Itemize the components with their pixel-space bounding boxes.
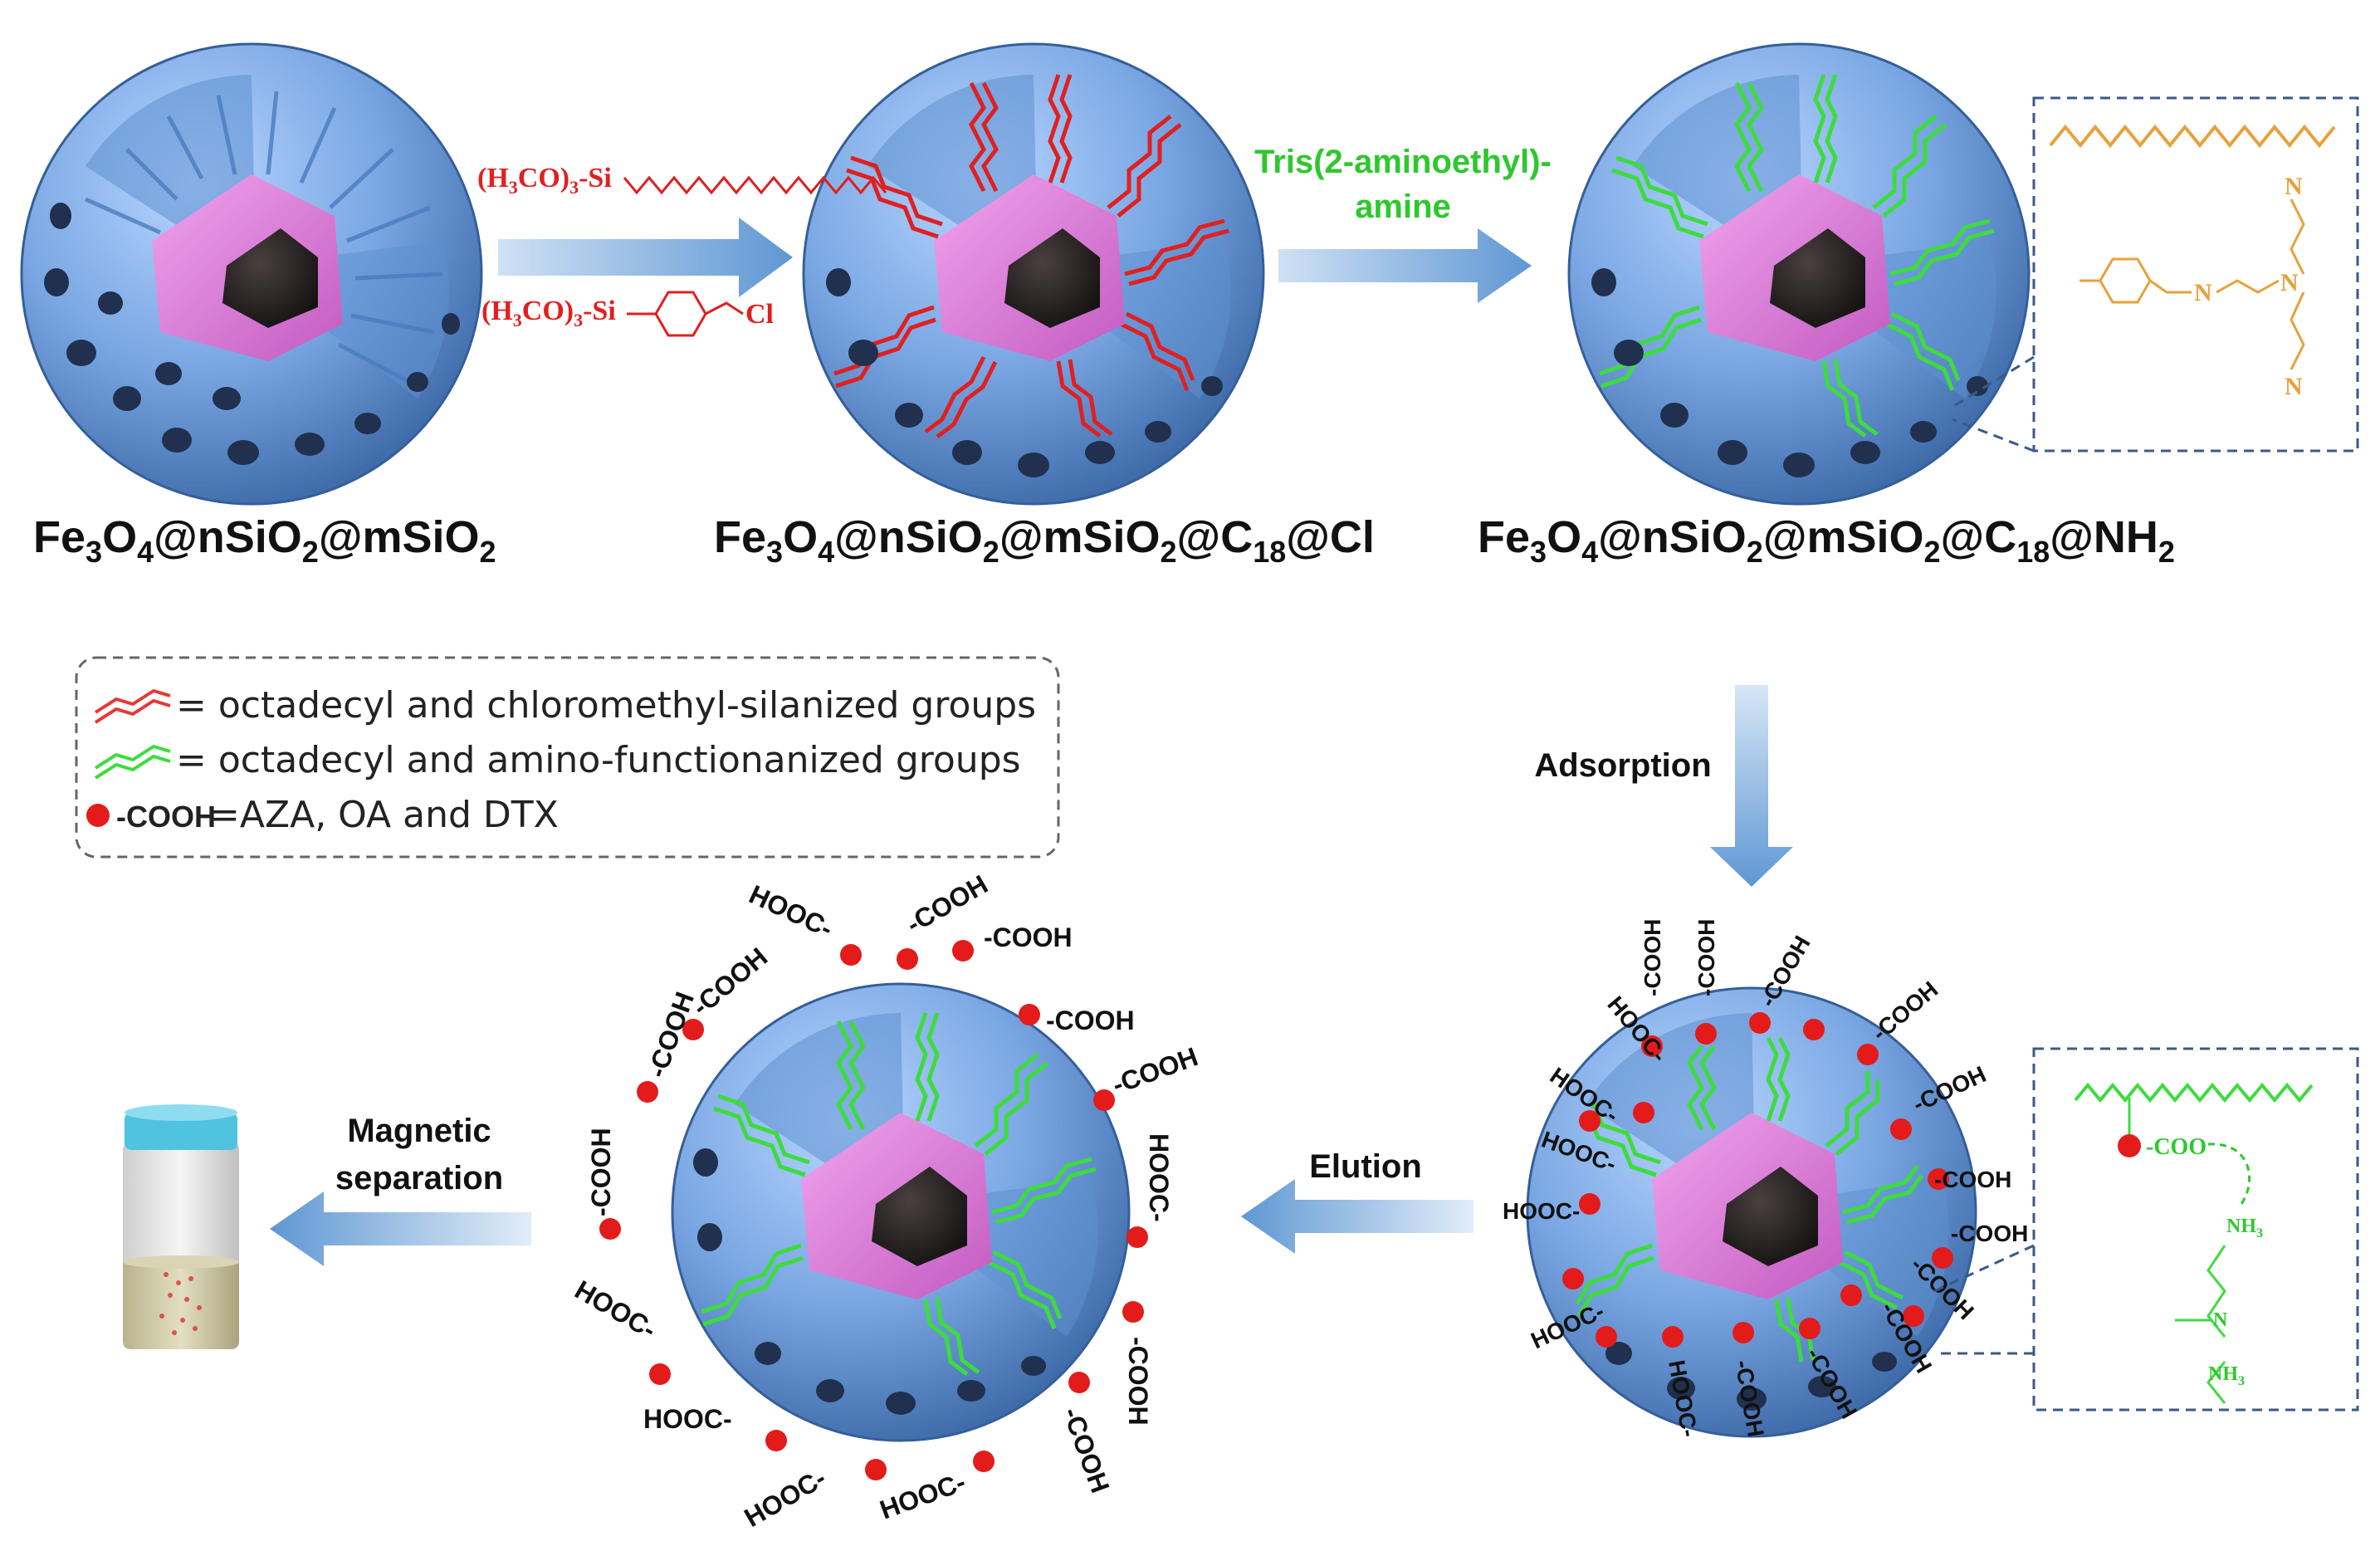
legend-red-text: = octadecyl and chloromethyl-silanized g… [176,684,1036,727]
svg-text:-COOH: -COOH [1057,1403,1115,1497]
svg-text:NH3: NH3 [2208,1363,2245,1388]
svg-text:N: N [2213,1309,2228,1331]
svg-text:-COOH: -COOH [1867,976,1943,1046]
svg-text:-COOH: -COOH [1934,1167,2011,1192]
svg-text:HOOC-: HOOC- [1144,1133,1174,1222]
svg-text:N: N [2285,173,2303,200]
label-particle-3: Fe3O4@nSiO2@mSiO2@C18@NH2 [1478,512,2175,569]
svg-text:N: N [2280,269,2299,296]
legend-red-chain-icon [94,688,171,724]
legend-dot-icon [86,804,110,827]
reagent-tris-line2: amine [1355,188,1451,225]
legend-dot-text: -COOH [116,800,216,834]
svg-text:N: N [2285,373,2303,400]
svg-text:-COOH: -COOH [1693,919,1719,996]
reagent-silane-octadecyl: (H3CO)3-Si [477,163,887,198]
svg-text:-COOH: -COOH [1046,1006,1135,1035]
legend-dot-desc: =AZA, OA and DTX [209,794,559,836]
reagent-silane-chloromethyl: (H3CO)3-Si Cl [481,291,774,337]
svg-text:-COOH: -COOH [902,869,993,940]
mesoporous-fins [84,91,443,384]
svg-text:N: N [2194,279,2212,306]
svg-text:-COO: -COO [2146,1134,2207,1160]
legend: = octadecyl and chloromethyl-silanized g… [75,656,1060,859]
legend-green-text: = octadecyl and amino-functionanized gro… [176,739,1021,781]
svg-text:(H3CO)3-Si: (H3CO)3-Si [481,296,616,330]
svg-text:-COOH: -COOH [686,942,773,1021]
arrow-step-1 [498,218,793,297]
svg-text:HOOC-: HOOC- [1503,1198,1580,1224]
particle-amino [1567,42,2031,506]
svg-text:-COOH: -COOH [1108,1041,1202,1099]
vial [123,1104,239,1349]
octadecyl-chain [2049,124,2336,149]
svg-text:-COOH: -COOH [1640,919,1665,996]
svg-text:-COOH: -COOH [1951,1221,2028,1246]
svg-text:HOOC-: HOOC- [570,1275,662,1345]
arrow-step-2 [1278,228,1532,303]
inset-amino-structure: N N N N [1952,96,2359,453]
arrow-magnetic-separation [270,1191,531,1266]
particle-eluted [671,982,1131,1442]
label-separation: separation [335,1160,503,1196]
label-elution: Elution [1309,1148,1422,1185]
adsorbed-dots [1562,1012,1953,1348]
svg-text:-COOH: -COOH [1123,1337,1153,1426]
svg-text:NH3: NH3 [2226,1216,2263,1240]
particle-adsorbed [1526,986,1977,1438]
green-chains [1599,74,1995,438]
svg-text:Cl: Cl [745,299,774,330]
magnetic-core [222,228,318,328]
inset-binding-structure: -COO NH3 N NH3 [1933,1047,2359,1412]
particle-chloromethyl [802,42,1265,506]
arrow-elution [1241,1179,1473,1254]
label-magnetic: Magnetic [347,1113,491,1149]
legend-green-chain-icon [94,744,171,780]
svg-text:HOOC-: HOOC- [745,879,838,944]
svg-text:-COOH: -COOH [586,1128,616,1216]
reagent-tris-line1: Tris(2-aminoethyl)- [1254,144,1552,180]
particle-bare [20,42,483,506]
label-particle-2: Fe3O4@nSiO2@mSiO2@C18@Cl [714,512,1375,569]
svg-text:HOOC-: HOOC- [876,1466,970,1524]
label-adsorption: Adsorption [1534,747,1711,784]
label-particle-1: Fe3O4@nSiO2@mSiO2 [33,512,496,569]
svg-text:HOOC-: HOOC- [643,1404,732,1434]
svg-text:(H3CO)3-Si: (H3CO)3-Si [477,163,612,198]
svg-text:-COOH: -COOH [984,922,1073,952]
arrow-adsorption [1710,685,1793,887]
surface-pores [44,203,460,465]
svg-text:HOOC-: HOOC- [740,1463,831,1534]
red-chains [833,74,1229,438]
released-dots [599,940,1148,1480]
